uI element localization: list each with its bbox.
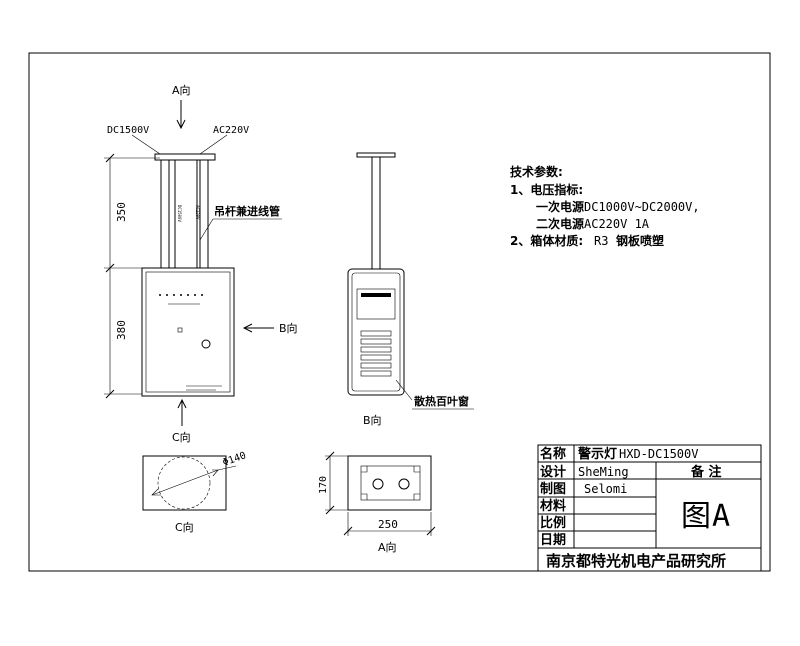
draw-label: 制图 [540,481,566,497]
a-view-corner-tl [361,466,368,473]
tech-line4-prefix: 2、箱体材质: [510,233,583,248]
right-pipe [199,159,209,269]
figure-prefix: 图 [681,499,711,534]
a-view-corner-br [413,493,420,500]
tech-line3-value: AC220V 1A [584,217,650,231]
front-view: A向 DC1500V AC220V DC1500V AC220V 吊杆兼进线管 [104,83,298,444]
width-dim-tick-left [343,526,353,536]
tech-line4-suffix: 钢板喷塑 [616,233,664,248]
dc-leader-line [131,134,161,155]
front-indicator-lamp [201,339,211,349]
c-direction-label: C向 [172,430,191,444]
c-view: Φ140 C向 [142,450,248,534]
draw-value: Selomi [584,482,627,496]
side-box-inner [351,272,401,392]
pipe-note-leader [199,218,214,241]
c-view-plate [142,455,227,511]
ac220v-pipe-label: AC220V [213,125,249,136]
a-view-corner-bl [361,493,368,500]
title-block-frame [537,444,762,572]
side-top-flange [356,152,396,158]
tech-params: 技术参数: 1、电压指标: 一次电源 DC1000V~DC2000V, 二次电源… [510,164,700,248]
height-dim-tick-top [325,451,335,461]
diameter-line [151,469,219,496]
design-label: 设计 [540,464,566,480]
pipe-note: 吊杆兼进线管 [214,204,280,218]
tech-title: 技术参数: [510,164,563,179]
scale-label: 比例 [540,515,566,531]
dim-tick-mid [105,263,115,273]
louver-note: 散热百叶窗 [414,394,469,408]
left-pipe [160,159,170,269]
a-view-plate [347,455,432,511]
right-pipe-text: AC220V [195,205,200,220]
diameter-label: Φ140 [221,450,247,469]
center-pipe-text: DC1500V [177,205,182,222]
side-view: 散热百叶窗 B向 [347,152,474,427]
louver-slats [360,330,392,377]
a-direction-arrowhead [176,119,186,130]
b-direction-label: B向 [279,321,298,335]
height-dim-label: 170 [318,476,329,494]
a-direction-label: A向 [172,83,191,97]
louver-note-leader [395,379,413,401]
name-value: 警示灯 [578,446,617,462]
front-box-outer [141,267,235,397]
drawing-border [28,52,771,572]
tech-line3-prefix: 二次电源 [536,216,584,231]
ac-leader-line [199,134,228,155]
side-window-strip [361,293,391,297]
a-view-hole-left [372,478,384,490]
remark-label: 备 注 [690,464,722,480]
side-window [356,288,396,320]
institute-name: 南京都特光机电产品研究所 [546,552,726,570]
side-pipe [371,156,381,270]
dim-350-label: 350 [115,202,128,222]
c-view-circle [157,456,211,510]
model-value: HXD-DC1500V [619,447,698,461]
date-label: 日期 [540,533,566,548]
tech-line1: 1、电压指标: [510,182,583,197]
material-label: 材料 [540,498,566,514]
a-view-corner-tr [413,466,420,473]
front-panel-mark [177,327,183,333]
design-value: SheMing [578,465,629,479]
height-dim-tick-bottom [325,505,335,515]
tech-line4-value: R3 [594,234,608,248]
width-dim-tick-right [426,526,436,536]
indicator-dots [159,294,203,296]
tech-line2-value: DC1000V~DC2000V, [584,200,700,214]
title-block: 名称 警示灯 HXD-DC1500V 设计 SheMing 备 注 制图 Sel… [537,444,762,572]
dim-380-label: 380 [115,320,128,340]
dc1500v-pipe-label: DC1500V [107,125,149,136]
dim-tick-bottom [105,389,115,399]
side-box-outer [347,268,405,396]
width-dim-label: 250 [378,518,398,531]
a-view-label: A向 [378,540,397,554]
a-view: 170 250 A向 [318,451,436,554]
diameter-leader [217,465,237,471]
tech-line2-prefix: 一次电源 [536,199,584,214]
c-view-label: C向 [175,520,194,534]
a-view-hole-right [398,478,410,490]
dim-tick-top [105,153,115,163]
b-view-label: B向 [363,413,382,427]
diameter-arrowhead-1 [151,488,161,496]
front-box-inner [145,271,231,393]
b-direction-arrowhead [242,323,253,333]
figure-suffix: A [712,499,730,534]
name-label: 名称 [540,446,566,462]
top-flange [154,153,216,161]
a-view-mount [360,465,421,501]
c-direction-arrowhead [177,398,187,409]
